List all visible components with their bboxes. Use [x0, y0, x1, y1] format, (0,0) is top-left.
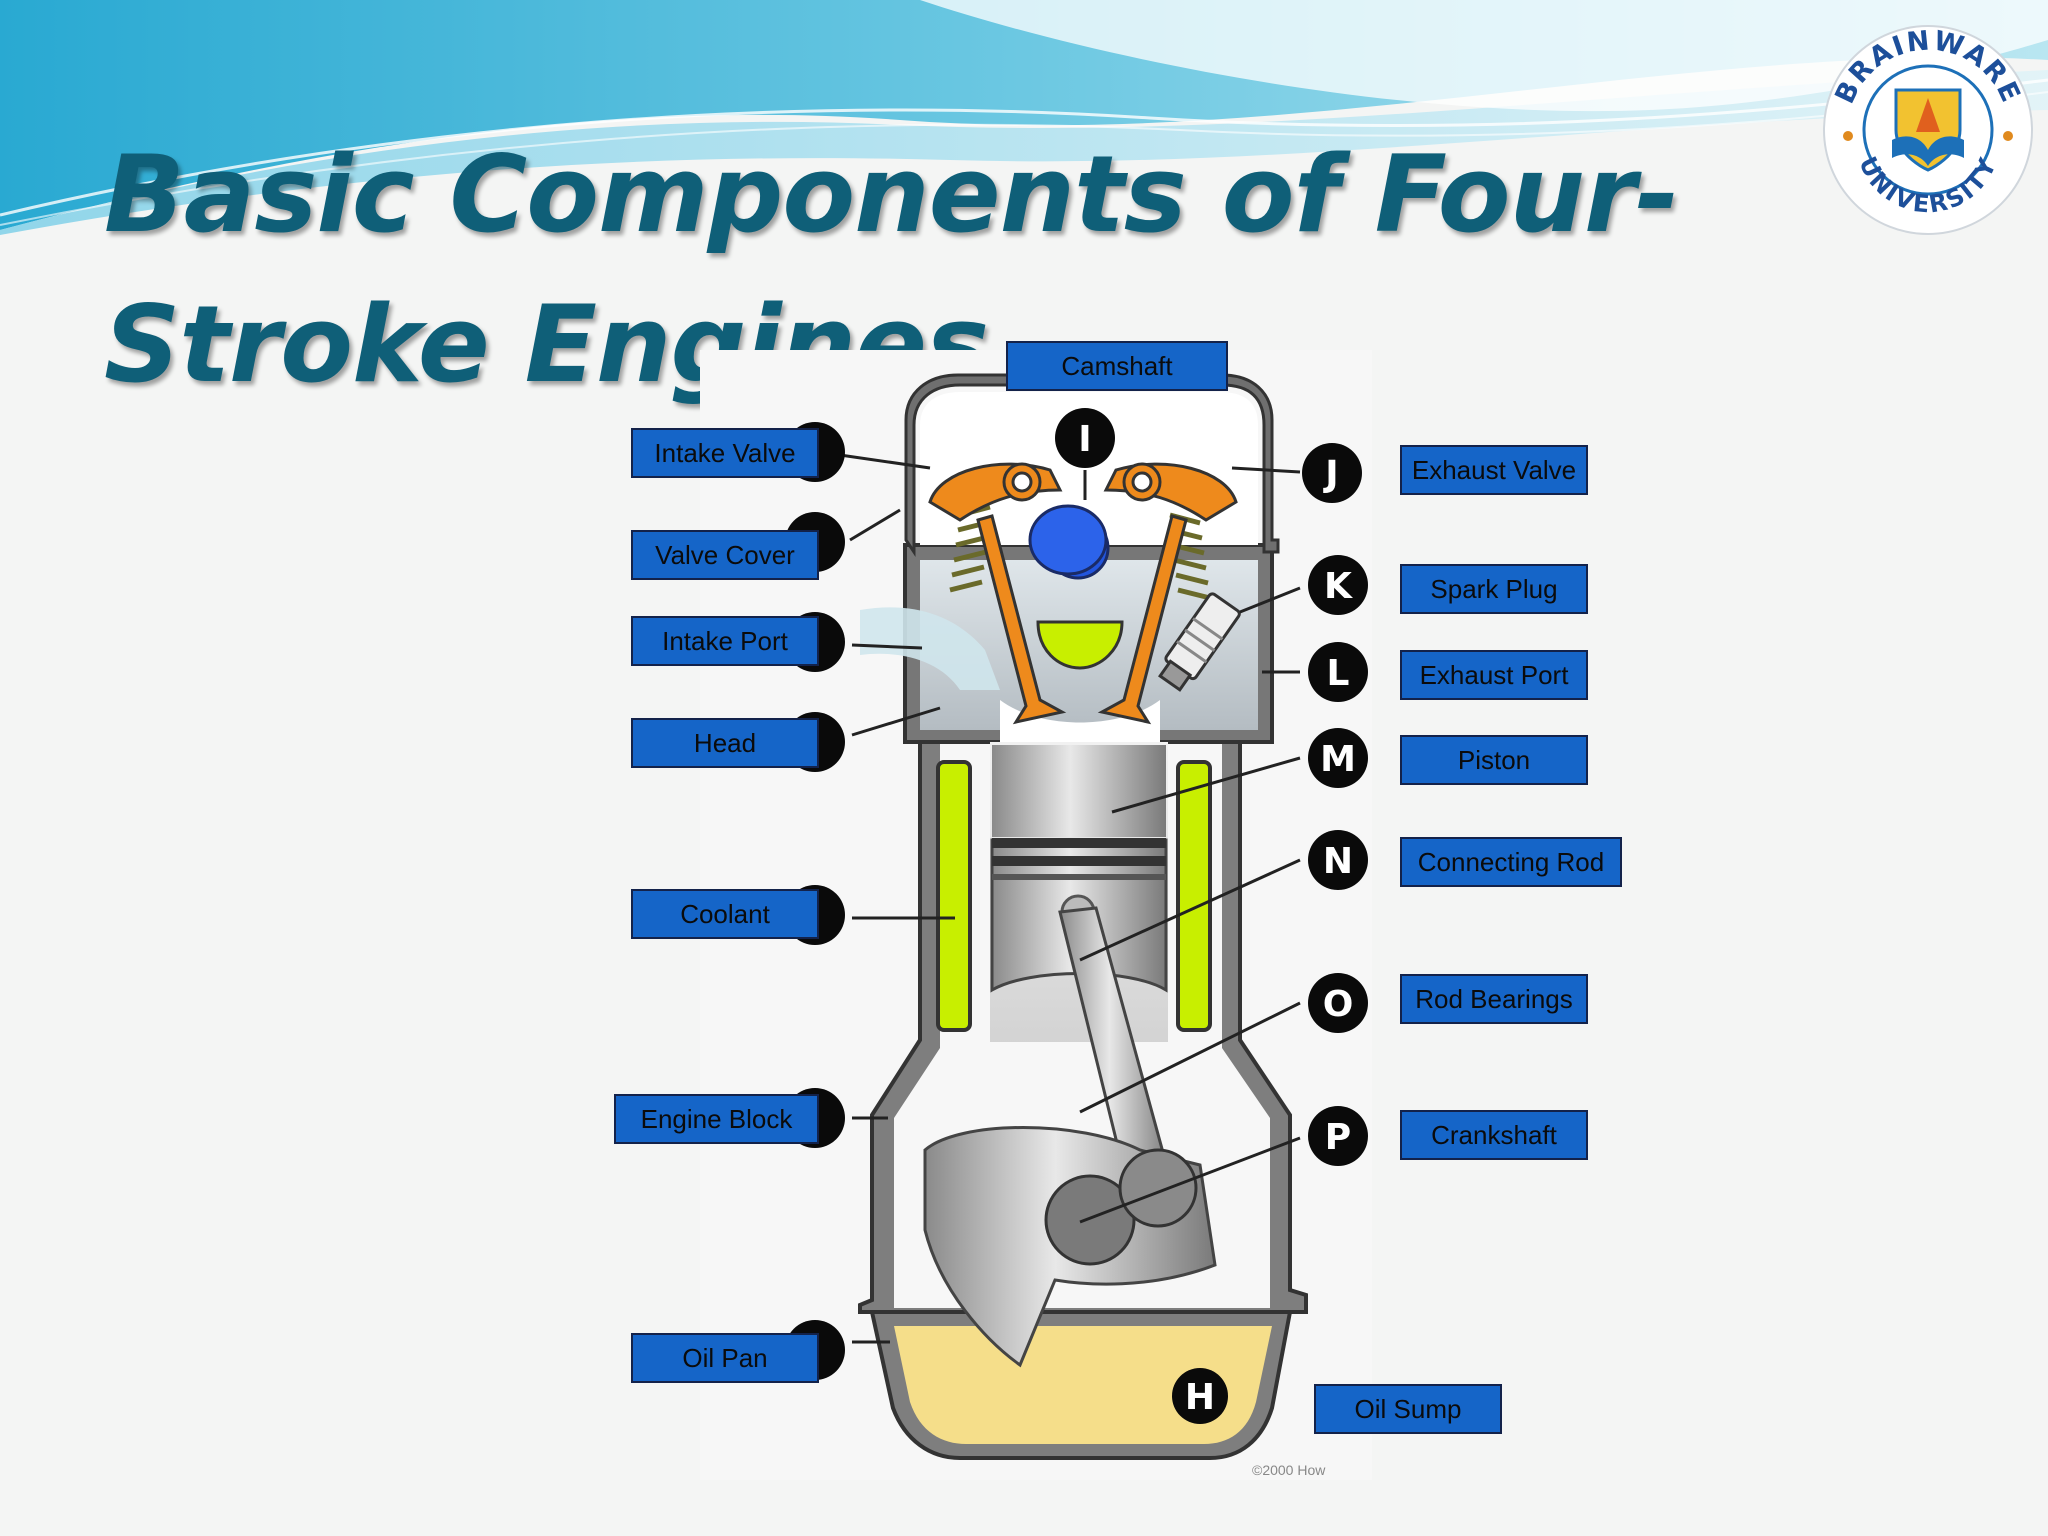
label-piston: Piston — [1400, 735, 1588, 785]
label-head: Head — [631, 718, 819, 768]
label-valve-cover: Valve Cover — [631, 530, 819, 580]
valves — [976, 514, 1188, 725]
camshaft-lobes — [1028, 504, 1110, 580]
marker-I: I — [1078, 419, 1091, 460]
marker-P: P — [1325, 1117, 1351, 1158]
marker-M-circle — [1308, 728, 1368, 788]
coolant-channel-right — [1176, 760, 1212, 1032]
university-logo: BRAINWARE UNIVERSITY — [1823, 25, 2033, 235]
marker-P-circle — [1308, 1106, 1368, 1166]
label-intake-port: Intake Port — [631, 616, 819, 666]
label-crankshaft: Crankshaft — [1400, 1110, 1588, 1160]
diagram-copyright: ©2000 How — [1252, 1462, 1326, 1478]
marker-O: O — [1323, 984, 1354, 1025]
marker-H: H — [1185, 1377, 1215, 1418]
label-connecting-rod: Connecting Rod — [1400, 837, 1622, 887]
marker-O-circle — [1308, 973, 1368, 1033]
label-intake-valve: Intake Valve — [631, 428, 819, 478]
label-coolant: Coolant — [631, 889, 819, 939]
marker-J-circle — [1302, 443, 1362, 503]
label-oil-sump: Oil Sump — [1314, 1384, 1502, 1434]
marker-L-circle — [1308, 642, 1368, 702]
label-oil-pan: Oil Pan — [631, 1333, 819, 1383]
marker-L: L — [1327, 653, 1350, 694]
marker-N: N — [1323, 841, 1353, 882]
valve-cover — [904, 373, 1280, 557]
slide-title: Basic Components of Four-Stroke Engines — [104, 133, 1679, 406]
marker-J: J — [1322, 454, 1338, 495]
label-exhaust-port: Exhaust Port — [1400, 650, 1588, 700]
label-spark-plug: Spark Plug — [1400, 564, 1588, 614]
label-exhaust-valve: Exhaust Valve — [1400, 445, 1588, 495]
marker-K-circle — [1308, 555, 1368, 615]
marker-H-circle — [1172, 1368, 1228, 1424]
leader-lines — [839, 453, 1301, 1344]
coolant-channel-left — [936, 760, 972, 1032]
label-camshaft: Camshaft — [1006, 341, 1228, 391]
header-wave-decoration — [0, 0, 2048, 235]
marker-I-circle — [1055, 408, 1115, 468]
marker-N-circle — [1308, 830, 1368, 890]
label-rod-bearings: Rod Bearings — [1400, 974, 1588, 1024]
label-engine-block: Engine Block — [614, 1094, 819, 1144]
spark-plug-shape — [1158, 592, 1241, 692]
marker-K: K — [1324, 566, 1353, 607]
marker-M: M — [1320, 739, 1356, 780]
rocker-arms — [928, 462, 1238, 522]
